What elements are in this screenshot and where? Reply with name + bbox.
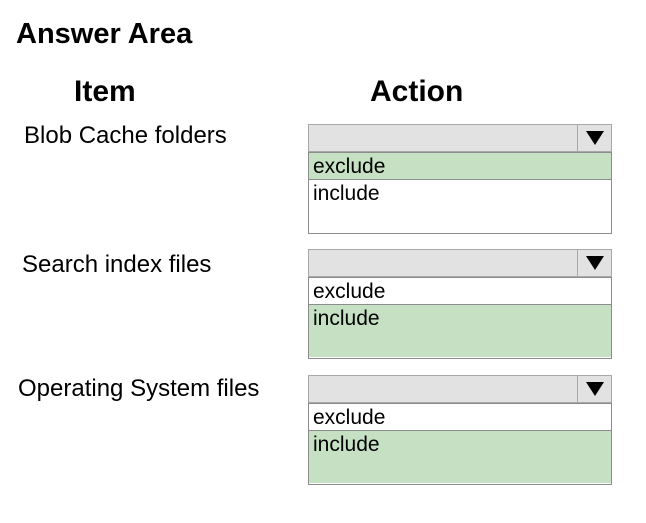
dropdown-list: exclude include bbox=[308, 152, 612, 234]
triangle-down-icon bbox=[585, 131, 604, 145]
dropdown-list: exclude include bbox=[308, 277, 612, 359]
option-include[interactable]: include bbox=[309, 305, 611, 357]
option-include[interactable]: include bbox=[309, 431, 611, 483]
dropdown-list: exclude include bbox=[308, 403, 612, 485]
dropdown-arrow-button[interactable] bbox=[577, 376, 611, 402]
dropdown-arrow-button[interactable] bbox=[577, 125, 611, 151]
item-label-blob-cache: Blob Cache folders bbox=[24, 122, 227, 149]
dropdown-search-index[interactable]: exclude include bbox=[308, 249, 612, 359]
dropdown-blob-cache[interactable]: exclude include bbox=[308, 124, 612, 234]
dropdown-arrow-button[interactable] bbox=[577, 250, 611, 276]
dropdown-operating-system[interactable]: exclude include bbox=[308, 375, 612, 485]
option-include[interactable]: include bbox=[313, 182, 380, 205]
dropdown-header[interactable] bbox=[308, 124, 612, 152]
option-exclude[interactable]: exclude bbox=[309, 277, 611, 305]
action-column-header: Action bbox=[370, 75, 464, 108]
option-exclude[interactable]: exclude bbox=[309, 152, 611, 180]
option-exclude[interactable]: exclude bbox=[309, 403, 611, 431]
answer-area-title: Answer Area bbox=[16, 18, 193, 50]
item-label-operating-system: Operating System files bbox=[18, 375, 260, 402]
triangle-down-icon bbox=[585, 382, 604, 396]
triangle-down-icon bbox=[585, 256, 604, 270]
dropdown-header[interactable] bbox=[308, 375, 612, 403]
dropdown-header[interactable] bbox=[308, 249, 612, 277]
item-column-header: Item bbox=[74, 75, 136, 108]
item-label-search-index: Search index files bbox=[22, 251, 212, 278]
